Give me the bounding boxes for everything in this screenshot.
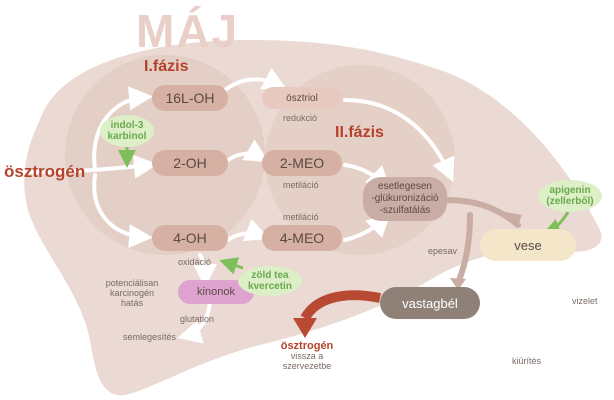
label-redukcio: redukció [283,113,318,123]
conjugation-line-2: -glükuronizáció [371,193,439,204]
label-vizelet: vizelet [572,296,598,306]
phase2-label: II.fázis [335,124,384,141]
apigenin-line-2: (zellerből) [546,196,594,207]
node-osztriol: ösztriol [262,87,342,109]
label-oxidacio: oxidáció [178,257,212,267]
apigenin-badge: apigenin (zellerből) [538,180,602,212]
phase1-label: I.fázis [144,58,189,75]
label-epesav: epesav [428,246,458,256]
label-metilacio-1: metiláció [283,180,319,190]
node-2-oh: 2-OH [152,150,228,176]
node-4-oh: 4-OH [152,225,228,251]
node-conjugation: esetlegesen -glükuronizáció -szulfatálás [363,177,447,221]
estrogen-return-title: ösztrogén [280,340,334,352]
estrogen-input-label: ösztrogén [4,162,86,181]
label-semlegesites: semlegesítés [123,332,177,342]
conjugation-line-1: esetlegesen [378,181,432,192]
label-metilacio-2: metiláció [283,212,319,222]
estrogen-return-label: ösztrogén vissza a szervezetbe [275,340,339,372]
label-kiurites: kiürítés [512,356,542,366]
karcinogen-line-2: karcinogén [109,288,155,298]
node-2-meo: 2-MEO [262,150,342,176]
apigenin-line-1: apigenin [549,185,591,196]
zold-line-1: zöld tea [251,270,289,281]
indol-line-1: indol-3 [110,120,144,131]
node-16l-oh: 16L-OH [152,85,228,111]
green-tea-quercetin-badge: zöld tea kvercetin [238,266,302,296]
node-vese: vese [480,229,576,261]
indol-line-2: karbinol [107,131,147,142]
node-vastagbel: vastagbél [380,287,480,319]
conjugation-line-3: -szulfatálás [379,205,431,216]
zold-line-2: kvercetin [248,281,292,292]
node-4-meo: 4-MEO [262,225,342,251]
estrogen-return-line-2: szervezetbe [282,361,332,371]
label-karcinogen: potenciálisan karcinogén hatás [100,278,164,308]
indol-3-karbinol-badge: indol-3 karbinol [100,115,154,147]
estrogen-return-line-1: vissza a [290,351,324,361]
karcinogen-line-1: potenciálisan [105,278,159,288]
label-glutation: glutation [180,314,215,324]
karcinogen-line-3: hatás [120,298,144,308]
liver-title: MÁJ [136,5,240,57]
